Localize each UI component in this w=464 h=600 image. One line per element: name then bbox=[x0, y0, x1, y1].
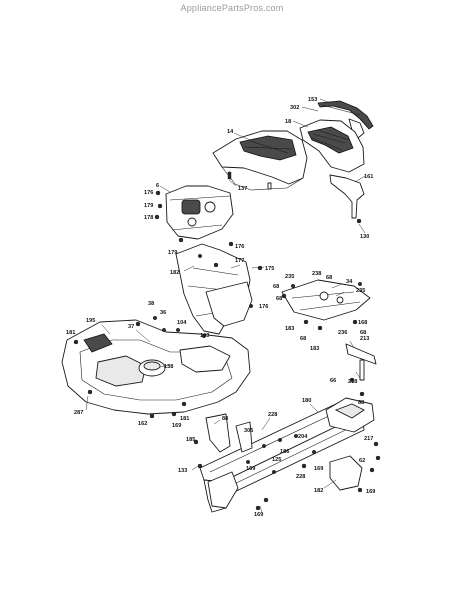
callout-235-a: 235 bbox=[285, 274, 294, 280]
callout-169-b: 169 bbox=[246, 466, 255, 472]
front-bracket-part bbox=[205, 413, 231, 453]
callout-186: 186 bbox=[280, 449, 289, 455]
lens-part bbox=[348, 118, 365, 139]
callout-287: 287 bbox=[74, 410, 83, 416]
callout-161: 161 bbox=[364, 174, 373, 180]
callout-177: 177 bbox=[235, 258, 244, 264]
callout-183-b: 183 bbox=[310, 346, 319, 352]
callout-138: 138 bbox=[164, 364, 173, 370]
callout-204: 204 bbox=[298, 434, 308, 440]
callout-195: 195 bbox=[86, 318, 95, 324]
fender-assembly bbox=[61, 316, 251, 419]
callout-36: 36 bbox=[160, 310, 166, 316]
callout-228-a: 228 bbox=[268, 412, 277, 418]
callout-88-b: 88 bbox=[222, 416, 228, 422]
callout-228-b: 228 bbox=[296, 474, 305, 480]
spindle-part bbox=[345, 343, 377, 365]
hitch-plate-part bbox=[207, 471, 239, 509]
callout-14: 14 bbox=[227, 129, 234, 135]
console-assembly bbox=[154, 185, 263, 335]
callout-185: 185 bbox=[186, 437, 195, 443]
callout-66: 66 bbox=[330, 378, 336, 384]
callout-178: 178 bbox=[144, 215, 153, 221]
callout-218: 218 bbox=[348, 379, 357, 385]
callout-179-b: 179 bbox=[168, 250, 177, 256]
callout-37: 37 bbox=[128, 324, 134, 330]
grille-part bbox=[317, 100, 374, 130]
callout-18: 18 bbox=[285, 119, 291, 125]
callout-125: 125 bbox=[272, 457, 281, 463]
frame-assembly bbox=[193, 397, 381, 513]
callout-176-b: 176 bbox=[235, 244, 244, 250]
callout-68-d: 68 bbox=[360, 330, 366, 336]
callout-68-c: 68 bbox=[276, 296, 282, 302]
callout-180: 180 bbox=[302, 398, 311, 404]
steering-plate-assembly bbox=[281, 279, 377, 397]
callout-176-a: 176 bbox=[144, 190, 153, 196]
callout-62: 62 bbox=[359, 458, 365, 464]
callout-175: 175 bbox=[265, 266, 274, 272]
callout-169-d: 169 bbox=[366, 489, 375, 495]
callout-193: 193 bbox=[200, 333, 209, 339]
callout-217: 217 bbox=[364, 436, 373, 442]
callout-182-b: 182 bbox=[314, 488, 323, 494]
callout-238: 238 bbox=[312, 271, 321, 277]
hood-bracket-part bbox=[329, 174, 365, 219]
callout-176-c: 176 bbox=[259, 304, 268, 310]
callout-labels: 153 302 14 18 6 137 161 176 179 130 178 … bbox=[66, 97, 375, 518]
watermark: AppliancePartsPros.com bbox=[180, 3, 284, 13]
callout-169-e: 169 bbox=[254, 512, 263, 518]
callout-68-a: 68 bbox=[326, 275, 332, 281]
callout-181-a: 181 bbox=[66, 330, 75, 336]
callout-168: 168 bbox=[358, 320, 367, 326]
callout-302: 302 bbox=[290, 105, 299, 111]
rear-plate-part bbox=[329, 455, 363, 491]
callout-88: 88 bbox=[358, 400, 364, 406]
callout-236: 236 bbox=[338, 330, 347, 336]
callout-68-e: 68 bbox=[300, 336, 306, 342]
callout-34: 34 bbox=[346, 279, 353, 285]
callout-104: 104 bbox=[177, 320, 187, 326]
callout-68-b: 68 bbox=[273, 284, 279, 290]
callout-182: 182 bbox=[170, 270, 179, 276]
callout-133: 133 bbox=[178, 468, 187, 474]
steering-plate-part bbox=[281, 279, 371, 321]
callout-169-c: 169 bbox=[314, 466, 323, 472]
callout-183: 183 bbox=[285, 326, 294, 332]
hood-assembly bbox=[212, 100, 374, 224]
callout-305: 305 bbox=[244, 428, 253, 434]
callout-181-b: 181 bbox=[180, 416, 189, 422]
callout-179-a: 179 bbox=[144, 203, 153, 209]
callout-6: 6 bbox=[156, 183, 159, 189]
callout-38: 38 bbox=[148, 301, 154, 307]
callout-162: 162 bbox=[138, 421, 147, 427]
callout-235-b: 235 bbox=[356, 288, 365, 294]
leader-lines bbox=[85, 98, 366, 513]
callout-130: 130 bbox=[360, 234, 369, 240]
callout-169-a: 169 bbox=[172, 423, 181, 429]
callout-137: 137 bbox=[238, 186, 247, 192]
callout-153: 153 bbox=[308, 97, 317, 103]
callout-213: 213 bbox=[360, 336, 369, 342]
